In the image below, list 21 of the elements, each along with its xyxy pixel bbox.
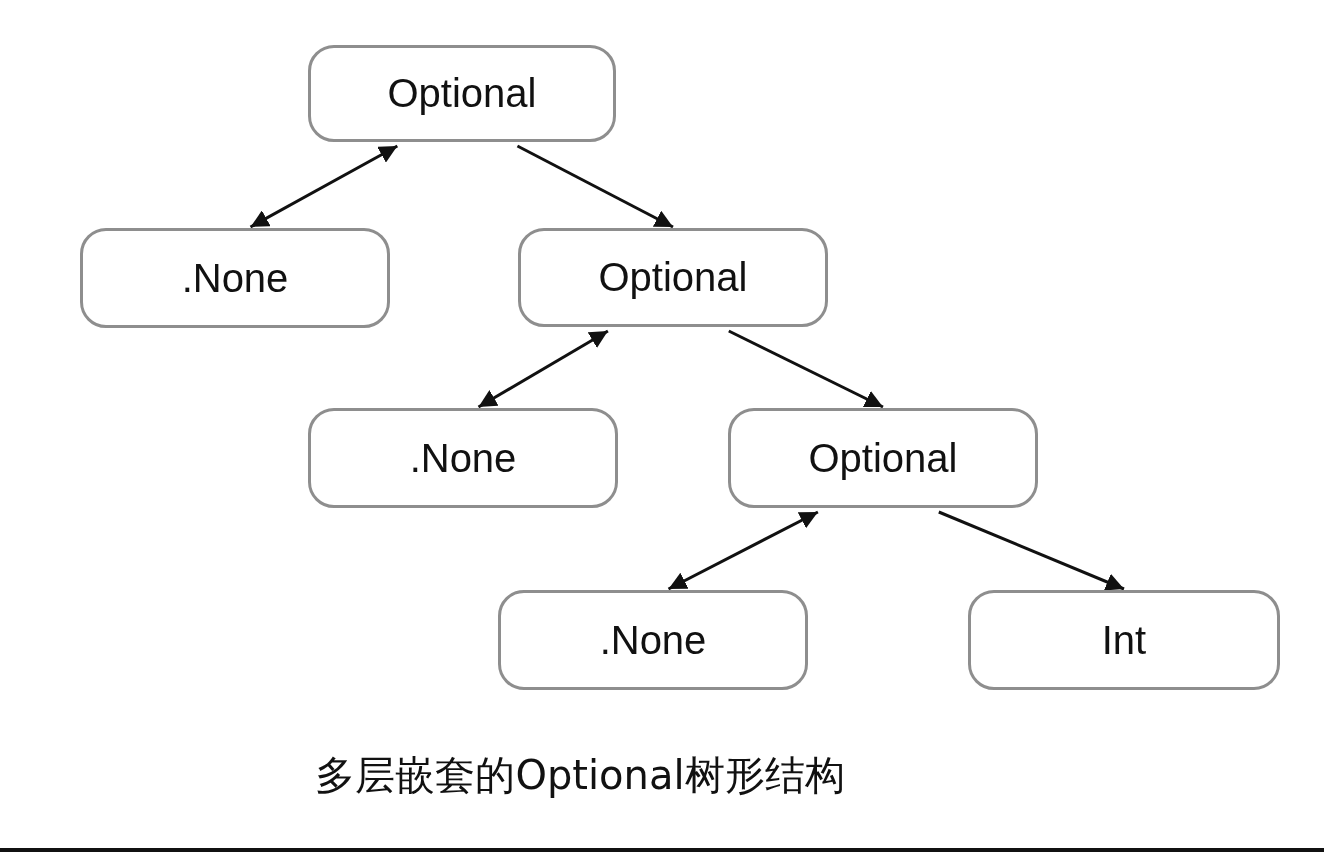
- rounded-box: [308, 45, 616, 142]
- rounded-box: [498, 590, 808, 690]
- arrow: [938, 510, 1125, 591]
- rounded-box: [308, 408, 618, 508]
- rounded-box: [80, 228, 390, 328]
- arrow: [728, 329, 884, 409]
- arrow: [667, 510, 819, 591]
- node-label: Optional: [598, 255, 748, 300]
- arrow: [516, 144, 674, 229]
- rounded-box: [518, 228, 828, 327]
- node-label: .None: [181, 255, 289, 301]
- node-label: Int: [1101, 617, 1147, 663]
- arrow: [477, 329, 609, 409]
- caption: 多层嵌套的Optional树形结构: [315, 752, 845, 798]
- arrow: [249, 144, 399, 229]
- node-label: .None: [409, 435, 517, 481]
- node-label: Optional: [808, 435, 958, 481]
- rounded-box: [728, 408, 1038, 508]
- node-label: Optional: [387, 71, 537, 116]
- node-label: .None: [599, 617, 707, 663]
- rounded-box: [968, 590, 1280, 690]
